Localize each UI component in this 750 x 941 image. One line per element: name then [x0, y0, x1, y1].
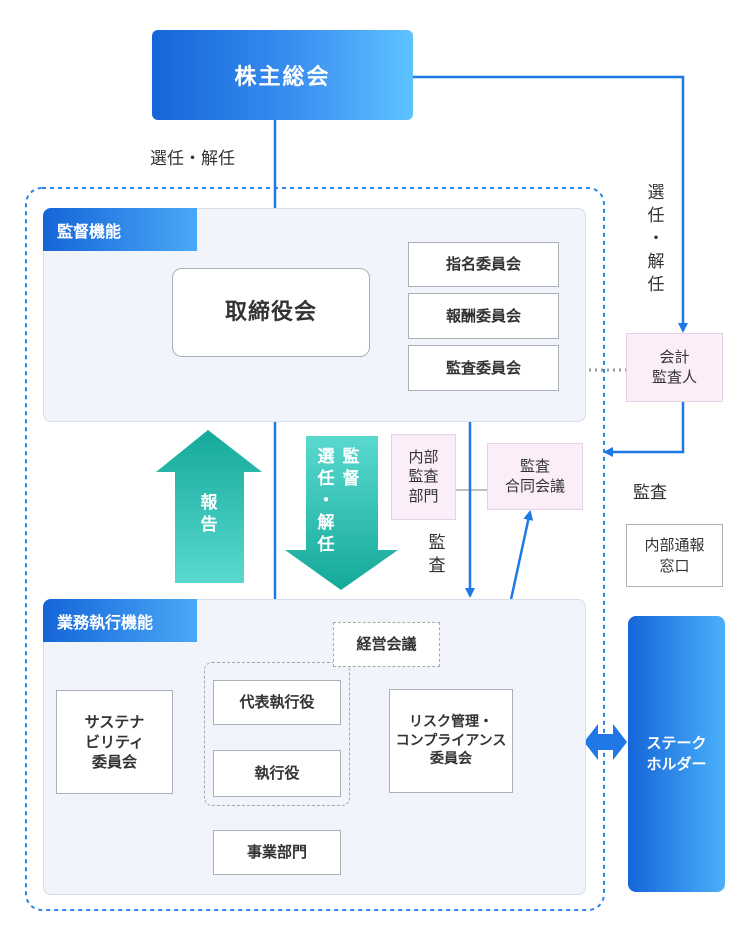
risk-compliance-committee-box: リスク管理・コンプライアンス委員会: [389, 689, 513, 793]
report-big-arrow: [156, 430, 262, 583]
supervise-arrow-label-col2: 選任・解任: [317, 447, 335, 556]
company-boundary: [25, 187, 605, 911]
elect-dismiss-label: 選任・解任: [150, 149, 235, 169]
sustainability-committee-box: サステナビリティ委員会: [56, 690, 173, 794]
elect-dismiss-vertical-label: 選 任 ・ 解 任: [647, 183, 665, 295]
audit-label: 監査: [633, 483, 667, 503]
supervise-big-arrow: [285, 436, 398, 590]
whistleblowing-desk-box: 内部通報窓口: [626, 524, 723, 587]
stakeholder-double-arrow: [584, 724, 627, 760]
supervision-section-title: 監督機能: [43, 208, 197, 251]
audit-vertical-label: 監査: [428, 533, 446, 576]
report-arrow-label: 報告: [200, 493, 218, 536]
internal-audit-department-box: 内部監査部門: [391, 434, 456, 520]
joint-audit-meeting-box: 監査合同会議: [487, 443, 583, 510]
ceo-box: 代表執行役: [213, 680, 341, 725]
business-division-box: 事業部門: [213, 830, 341, 875]
accounting-auditor-box: 会計監査人: [626, 333, 723, 402]
management-meeting-group: [204, 662, 350, 806]
executive-officers-box: 執行役: [213, 750, 341, 797]
stakeholders-box: ステークホルダー: [628, 616, 725, 892]
board-of-directors-box: 取締役会: [172, 268, 370, 357]
compensation-committee-box: 報酬委員会: [408, 293, 559, 339]
connector-auditor-audit: [603, 402, 685, 457]
shareholders-meeting-label: 株主総会: [234, 65, 331, 90]
execution-section-title: 業務執行機能: [43, 599, 197, 642]
shareholders-meeting-box: 株主総会: [152, 30, 413, 120]
audit-committee-box: 監査委員会: [408, 345, 559, 391]
supervise-arrow-label-col1: 監督: [342, 447, 360, 490]
nomination-committee-box: 指名委員会: [408, 242, 559, 287]
connector-shareholders-auditor: [413, 75, 688, 333]
management-meeting-box: 経営会議: [333, 622, 440, 667]
